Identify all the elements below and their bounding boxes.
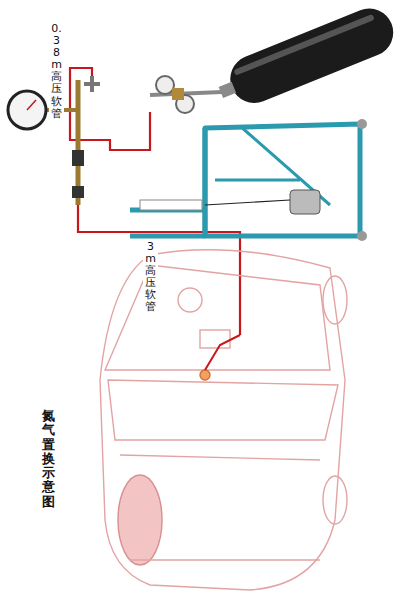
engine-part xyxy=(200,330,230,348)
trolley-frame xyxy=(205,124,360,236)
wheel xyxy=(357,119,367,129)
diagram-title: 氮气置换示意图 xyxy=(40,408,57,510)
cylinder-body xyxy=(223,1,400,110)
wheel xyxy=(357,231,367,241)
valve-handle xyxy=(84,76,100,92)
seat xyxy=(118,475,162,565)
car-wheel xyxy=(323,276,347,324)
car xyxy=(100,250,347,590)
regulator-gauge xyxy=(156,76,174,94)
hose-end xyxy=(205,335,240,370)
car-interior xyxy=(120,455,320,560)
valve xyxy=(72,150,84,166)
valve xyxy=(72,186,84,198)
car-body xyxy=(100,250,345,590)
hose-label: 0.38m高压软管 xyxy=(49,22,64,121)
long-hose xyxy=(78,200,240,335)
hose xyxy=(70,68,240,335)
cylinder-highlight xyxy=(233,14,374,76)
car-wheel xyxy=(323,476,347,524)
trolley-rail xyxy=(130,128,205,236)
hose-label: 3m高压软管 xyxy=(143,240,158,315)
nitrogen-cylinder xyxy=(212,1,400,114)
gauge-needle xyxy=(27,100,36,110)
cylinder-neck xyxy=(219,82,236,98)
scale-plate xyxy=(140,200,202,210)
valve-port xyxy=(200,370,210,380)
engine-part xyxy=(178,288,202,312)
windshield xyxy=(108,380,338,440)
short-hose xyxy=(70,68,150,150)
pressure-gauge xyxy=(8,91,46,129)
regulator-body xyxy=(172,88,184,100)
trolley xyxy=(130,119,367,241)
cable xyxy=(205,200,290,205)
engine-bay xyxy=(105,265,330,370)
pump-motor xyxy=(290,190,320,214)
regulator xyxy=(150,76,222,113)
